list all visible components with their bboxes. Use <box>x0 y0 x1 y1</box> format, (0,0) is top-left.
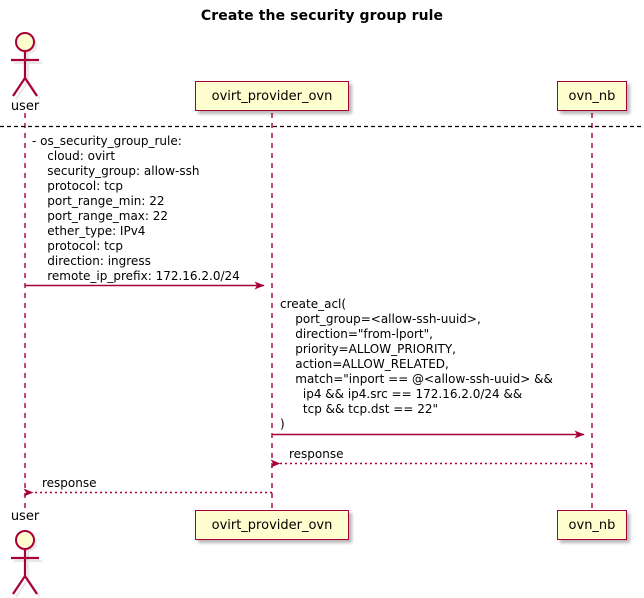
participant-label-ovirt-provider-ovn-bottom: ovirt_provider_ovn <box>211 517 333 533</box>
participant-box-ovn-nb-bottom[interactable]: ovn_nb <box>557 510 627 540</box>
message-text-2: create_acl( port_group=<allow-ssh-uuid>,… <box>280 297 553 431</box>
participant-box-ovirt-provider-ovn-bottom[interactable]: ovirt_provider_ovn <box>195 510 349 540</box>
participant-label-ovn-nb-bottom: ovn_nb <box>568 517 616 533</box>
actor-label-user-top: user <box>10 99 40 114</box>
message-text-4: response <box>42 476 97 490</box>
participant-box-ovirt-provider-ovn-top[interactable]: ovirt_provider_ovn <box>195 81 349 111</box>
message-text-3: response <box>289 447 344 461</box>
participant-box-ovn-nb-top[interactable]: ovn_nb <box>557 81 627 111</box>
actor-user-bottom <box>11 530 42 598</box>
participant-label-ovirt-provider-ovn-top: ovirt_provider_ovn <box>211 88 333 104</box>
message-text-1: - os_security_group_rule: cloud: ovirt s… <box>32 134 240 283</box>
actor-label-user-bottom: user <box>10 509 40 524</box>
page-title: Create the security group rule <box>200 8 444 24</box>
actor-user-top <box>11 32 42 100</box>
participant-label-ovn-nb-top: ovn_nb <box>568 88 616 104</box>
